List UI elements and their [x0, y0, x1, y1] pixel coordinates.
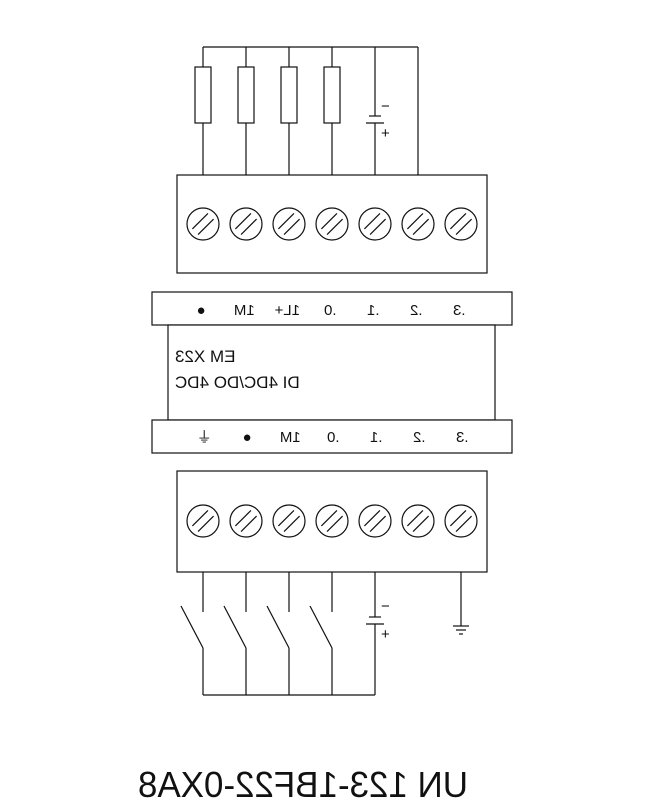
- bottom-label: ●: [243, 429, 252, 446]
- terminal-screw-icon: [401, 207, 435, 241]
- terminal-screw-icon: [272, 207, 306, 241]
- load-resistor: [280, 66, 298, 124]
- top-label: ●: [197, 302, 206, 319]
- top-terminal-block: [176, 174, 488, 274]
- terminal-screw-icon: [186, 207, 220, 241]
- supply-plus-sign: +: [381, 125, 390, 142]
- module-body: EM X23 DI 4DC/DO 4DC: [167, 324, 496, 421]
- part-number: UN 123-1BF22-0XA8: [138, 764, 468, 805]
- bottom-label-strip: .3 .2 .1 .0 1M ● ⏚: [151, 419, 513, 454]
- terminal-screw-icon: [358, 207, 392, 241]
- terminal-screw-icon: [229, 207, 263, 241]
- bottom-terminal-block: [176, 470, 488, 573]
- input-switch-wiring: − +: [180, 572, 469, 696]
- bottom-label: .2: [413, 429, 426, 446]
- bottom-label: .3: [456, 429, 469, 446]
- bottom-label: .1: [370, 429, 383, 446]
- terminal-screw-icon: [186, 504, 220, 538]
- input-switch: [266, 572, 290, 695]
- bottom-label: 1M: [280, 429, 301, 446]
- input-switch: [309, 572, 333, 695]
- supply-minus-sign: −: [381, 98, 390, 115]
- input-switch: [180, 572, 204, 695]
- top-label: .2: [410, 302, 423, 319]
- supply-minus-sign: −: [381, 598, 390, 615]
- terminal-screw-icon: [229, 504, 263, 538]
- top-label: 1L+: [274, 302, 300, 319]
- terminal-screw-icon: [358, 504, 392, 538]
- output-load-wiring: − +: [194, 46, 419, 175]
- bottom-label: .0: [327, 429, 340, 446]
- bottom-label: ⏚: [197, 429, 212, 446]
- supply-plus-sign: +: [381, 626, 390, 643]
- load-resistor: [323, 66, 341, 124]
- dc-supply-bottom: − +: [366, 572, 390, 695]
- dc-supply-top: − +: [366, 47, 390, 175]
- terminal-screw-icon: [401, 504, 435, 538]
- terminal-screw-icon: [272, 504, 306, 538]
- terminal-screw-icon: [444, 504, 478, 538]
- terminal-screw-icon: [444, 207, 478, 241]
- top-label: .1: [367, 302, 380, 319]
- ground-icon: [453, 572, 469, 635]
- load-resistor: [194, 66, 212, 124]
- module-description: DI 4DC/DO 4DC: [175, 373, 300, 392]
- input-switch: [223, 572, 247, 695]
- module-name: EM X23: [175, 347, 235, 366]
- top-label-strip: .3 .2 .1 .0 1L+ 1M ●: [151, 291, 513, 326]
- terminal-screw-icon: [315, 207, 349, 241]
- top-label: .0: [324, 302, 337, 319]
- top-label: .3: [453, 302, 466, 319]
- load-resistor: [237, 66, 255, 124]
- terminal-screw-icon: [315, 504, 349, 538]
- top-label: 1M: [234, 302, 255, 319]
